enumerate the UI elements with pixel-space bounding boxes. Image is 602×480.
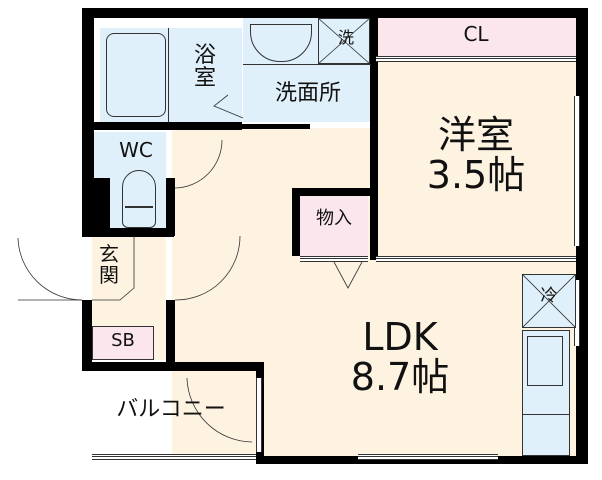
storage-floor [300, 196, 368, 256]
closet-sliding-door[interactable] [376, 56, 576, 62]
wall-wc-bottom [82, 228, 174, 237]
shoe-box-label: SB [111, 330, 135, 351]
storage-door[interactable] [300, 256, 368, 262]
closet-floor [376, 18, 576, 56]
washroom-label: 洗面所 [274, 81, 341, 106]
wall-western-left [370, 128, 378, 260]
western-room-window [574, 96, 580, 246]
kitchen-sink [527, 336, 563, 386]
western-room-floor [376, 62, 576, 258]
wall-storage-top [292, 188, 376, 196]
entrance-label: 玄 関 [99, 242, 119, 287]
wall-top [82, 8, 588, 18]
washer-label: 洗 [337, 28, 354, 47]
balcony-rail [92, 454, 256, 460]
wall-left-upper [82, 8, 94, 236]
wall-storage-left [292, 188, 300, 256]
western-room-sliding-door[interactable] [376, 256, 576, 262]
wall-wash-right [370, 18, 378, 128]
wall-entrance-bottom [82, 362, 262, 371]
toilet-tank-line [125, 206, 153, 208]
fridge-cross-icon [522, 274, 576, 328]
wc-label: WC [119, 138, 153, 162]
storage-label: 物入 [316, 208, 352, 229]
washer-cross-icon [318, 18, 370, 64]
balcony-label: バルコニー [116, 397, 226, 422]
washroom-partition [243, 64, 371, 65]
closet-label: CL [463, 22, 489, 46]
toilet-icon [122, 170, 156, 228]
kitchen-counter-divider [522, 414, 570, 415]
bath-label: 浴 室 [193, 43, 216, 92]
wall-bath-bottom [92, 122, 242, 130]
wall-left-lower [82, 300, 92, 370]
wall-wc-right [166, 178, 175, 236]
balcony-window [256, 378, 262, 452]
fridge-label: 冷 [540, 286, 558, 306]
bathtub [106, 33, 166, 117]
bath-divider [168, 28, 169, 122]
wall-entrance-right [166, 300, 175, 370]
ldk-window [358, 454, 498, 460]
wall-wc-inner [92, 178, 110, 232]
wall-wash-bottom [242, 124, 310, 129]
wall-bottom [256, 456, 588, 464]
western-room-label: 洋室 3.5帖 [426, 113, 526, 197]
shoe-box [92, 326, 154, 360]
ldk-label: LDK 8.7帖 [350, 315, 450, 399]
